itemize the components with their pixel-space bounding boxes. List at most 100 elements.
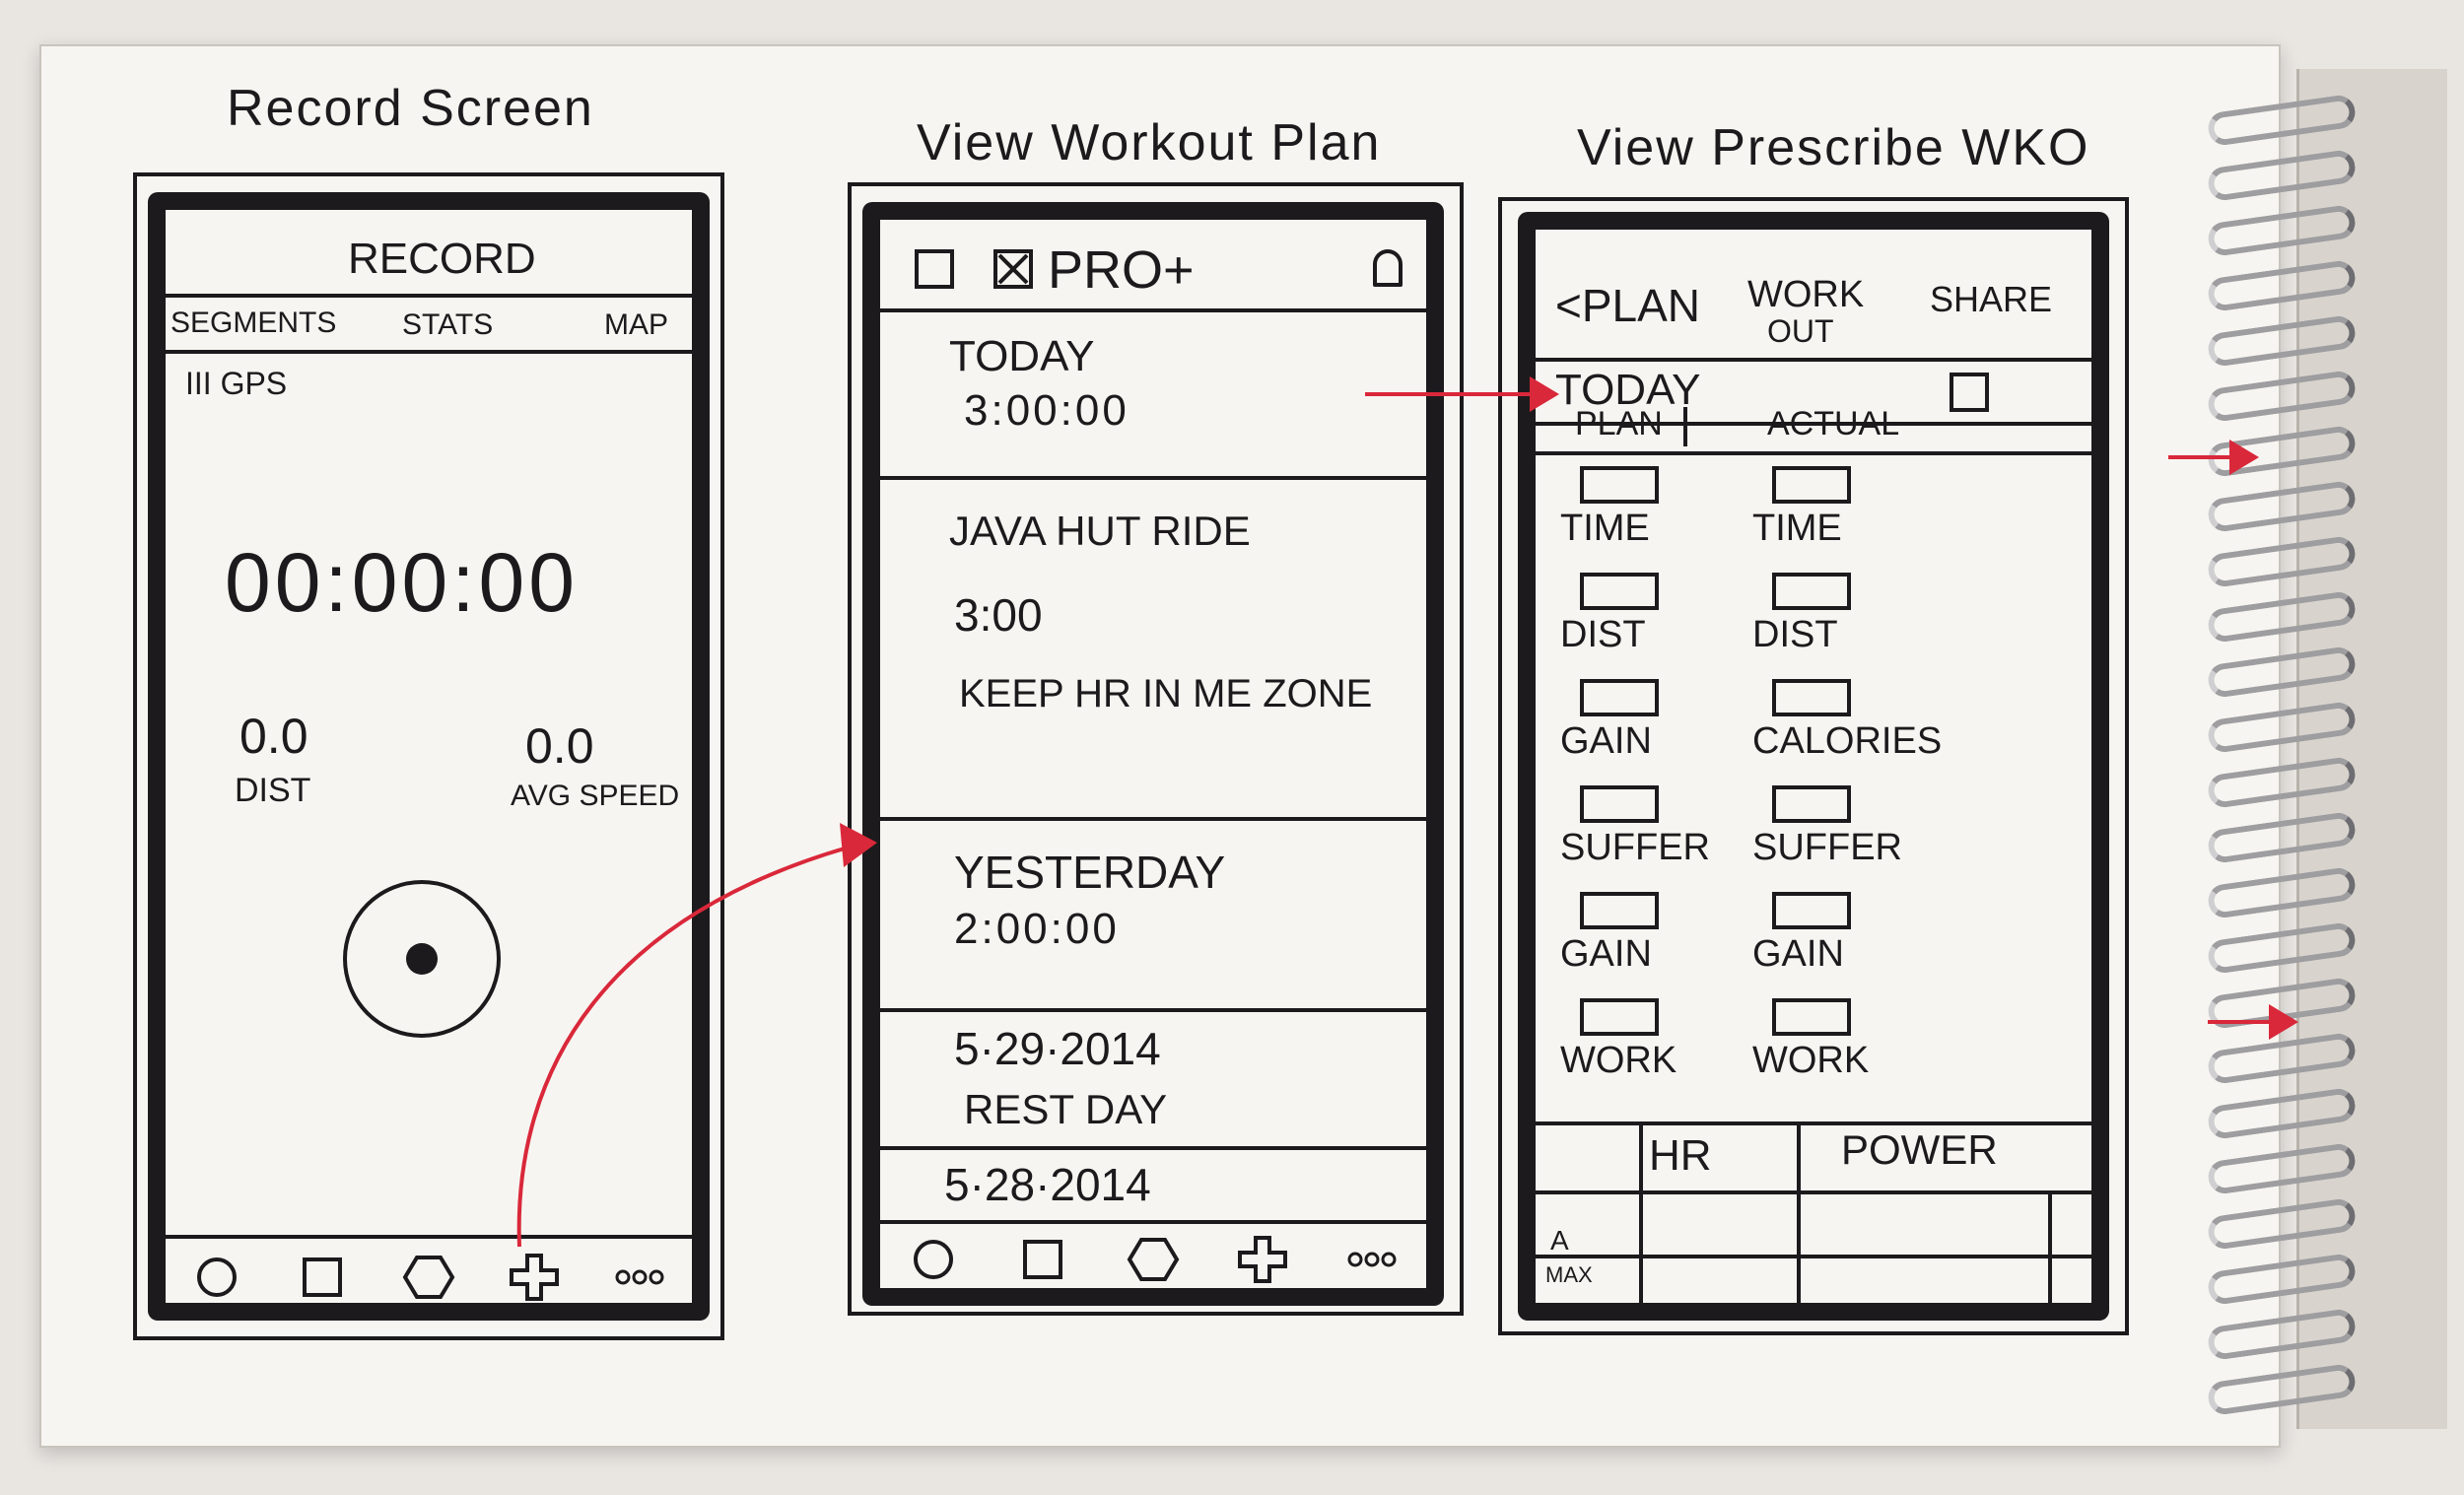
plan-item-today[interactable]: TODAY 3:00:00	[880, 312, 1426, 476]
flow-arrow-today	[1365, 376, 1559, 412]
actual-metric-label: WORK	[1752, 1040, 1870, 1081]
divider	[1536, 1121, 2091, 1125]
record-screen-label: Record Screen	[227, 80, 594, 137]
back-to-plan-link[interactable]: <PLAN	[1555, 280, 1701, 331]
share-button[interactable]: SHARE	[1930, 279, 2053, 319]
plus-icon[interactable]	[508, 1254, 561, 1301]
plan-metric-value-box	[1580, 892, 1659, 929]
hexagon-icon[interactable]	[402, 1254, 455, 1301]
workout-name: JAVA HUT RIDE	[949, 508, 1251, 554]
plan-metric-value-box	[1580, 679, 1659, 716]
divider	[166, 1235, 692, 1239]
flow-arrow-next-1	[2168, 440, 2259, 475]
item-note: REST DAY	[964, 1086, 1168, 1132]
calendar-icon[interactable]	[915, 249, 954, 289]
plan-item-previous[interactable]: 5·28·2014	[880, 1150, 1426, 1219]
plan-metric: TIME	[1550, 466, 1747, 573]
actual-metric-value-box	[1772, 785, 1851, 823]
plan-item-rest-day[interactable]: 5·29·2014 REST DAY	[880, 1012, 1426, 1146]
complete-checkbox[interactable]	[1950, 373, 1989, 412]
actual-metric: TIME	[1743, 466, 1989, 573]
tab-segments[interactable]: SEGMENTS	[171, 306, 337, 339]
plan-metric: DIST	[1550, 573, 1747, 679]
distance-value: 0.0	[240, 709, 308, 764]
plan-item-workout[interactable]: JAVA HUT RIDE 3:00 KEEP HR IN ME ZONE	[880, 480, 1426, 815]
checkbox-icon[interactable]	[993, 249, 1033, 289]
actual-metric-value-box	[1772, 892, 1851, 929]
elapsed-timer: 00:00:00	[225, 536, 579, 629]
plan-metric: SUFFER	[1550, 785, 1747, 892]
plan-metric: GAIN	[1550, 679, 1747, 785]
plan-metric: WORK	[1550, 998, 1747, 1105]
plan-metric-label: GAIN	[1560, 720, 1652, 762]
plan-metric-label: TIME	[1560, 508, 1650, 549]
more-icon[interactable]	[1345, 1236, 1399, 1283]
record-phone-frame	[133, 172, 724, 1340]
today-heading: TODAY	[1555, 366, 1701, 414]
prescribed-screen: <PLAN WORK OUT SHARE TODAY PLAN ACTUAL T…	[1518, 212, 2109, 1321]
avg-speed-value: 0.0	[525, 718, 594, 774]
item-date: 5·28·2014	[944, 1159, 1151, 1210]
actual-metric-value-box	[1772, 466, 1851, 504]
divider	[166, 294, 692, 298]
actual-metric-label: DIST	[1752, 614, 1838, 655]
record-title: RECORD	[348, 235, 536, 283]
column-plan-header: PLAN	[1575, 405, 1663, 442]
record-button[interactable]	[343, 880, 501, 1038]
item-heading: YESTERDAY	[954, 847, 1226, 898]
plan-metric: GAIN	[1550, 892, 1747, 998]
more-icon[interactable]	[613, 1254, 666, 1301]
item-heading: TODAY	[949, 332, 1095, 380]
flow-arrow-next-2	[2208, 1004, 2298, 1040]
actual-metric-label: CALORIES	[1752, 720, 1943, 762]
notification-icon[interactable]	[1373, 249, 1403, 287]
plan-metric-value-box	[1580, 785, 1659, 823]
square-icon[interactable]	[297, 1254, 350, 1301]
actual-metric: WORK	[1743, 998, 1989, 1105]
workout-duration: 3:00	[954, 589, 1043, 641]
square-icon[interactable]	[1017, 1236, 1070, 1283]
plan-item-yesterday[interactable]: YESTERDAY 2:00:00	[880, 821, 1426, 1008]
actual-metric-label: SUFFER	[1752, 827, 1902, 868]
prescribed-phone-frame	[1498, 197, 2129, 1335]
divider	[880, 476, 1426, 480]
plan-screen-label: View Workout Plan	[917, 114, 1382, 171]
item-time: 2:00:00	[954, 905, 1120, 953]
workout-title-line2: OUT	[1767, 313, 1834, 349]
divider	[1536, 422, 2091, 426]
plan-phone-frame	[848, 182, 1464, 1316]
plan-metric-label: DIST	[1560, 614, 1646, 655]
plan-metric-label: SUFFER	[1560, 827, 1710, 868]
column-divider	[1683, 407, 1687, 446]
tab-map[interactable]: MAP	[604, 308, 669, 341]
plan-metric-label: WORK	[1560, 1040, 1677, 1081]
actual-metric: GAIN	[1743, 892, 1989, 998]
prescribed-screen-label: View Prescribe WKO	[1577, 119, 2090, 176]
table-power-header: POWER	[1841, 1126, 1998, 1173]
plan-metric-label: GAIN	[1560, 933, 1652, 975]
circle-icon[interactable]	[908, 1236, 961, 1283]
actual-metric-value-box	[1772, 573, 1851, 610]
item-time: 3:00:00	[964, 386, 1129, 435]
hexagon-icon[interactable]	[1127, 1236, 1180, 1283]
record-tabbar	[166, 1243, 692, 1312]
column-divider	[2048, 1190, 2052, 1304]
column-divider	[1639, 1121, 1643, 1304]
actual-metric: SUFFER	[1743, 785, 1989, 892]
plan-screen: PRO+ TODAY 3:00:00 JAVA HUT RIDE 3:00 KE…	[862, 202, 1444, 1306]
circle-icon[interactable]	[191, 1254, 244, 1301]
tab-stats[interactable]: STATS	[402, 308, 494, 341]
actual-metric-label: TIME	[1752, 508, 1842, 549]
notebook-back-page	[2296, 69, 2447, 1429]
plan-tabbar	[880, 1227, 1426, 1291]
divider	[880, 1008, 1426, 1012]
workout-note: KEEP HR IN ME ZONE	[959, 672, 1373, 715]
divider	[1536, 451, 2091, 455]
plan-metric-value-box	[1580, 998, 1659, 1036]
record-dot-icon	[406, 943, 438, 975]
table-row-max: MAX	[1545, 1262, 1593, 1287]
divider	[880, 308, 1426, 312]
actual-metric: CALORIES	[1743, 679, 1989, 785]
plus-icon[interactable]	[1236, 1235, 1289, 1283]
actual-metric-label: GAIN	[1752, 933, 1844, 975]
